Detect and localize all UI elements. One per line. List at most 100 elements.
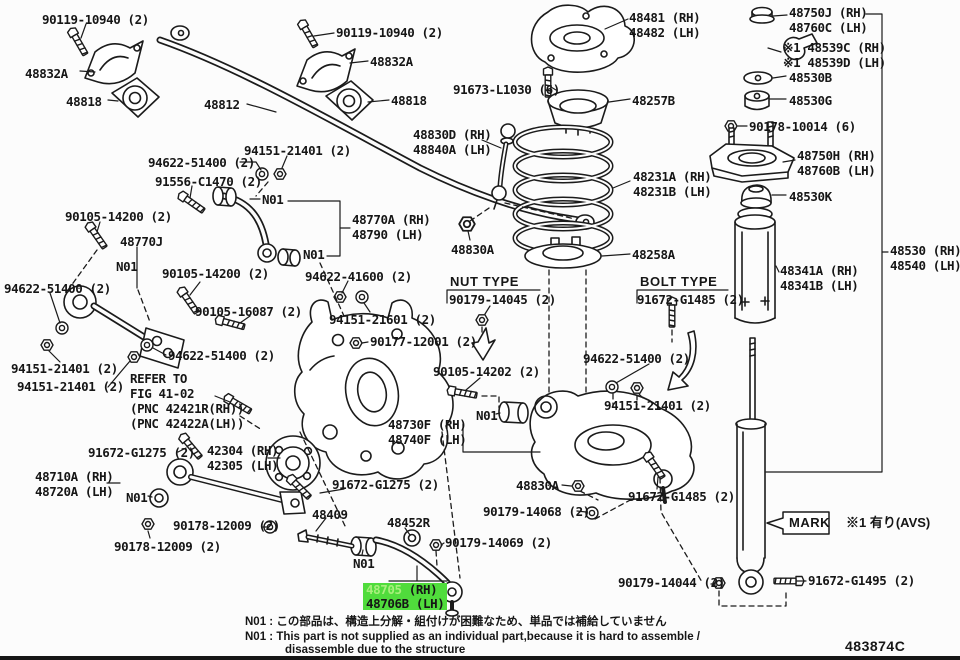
part-label-n01-4: N01	[476, 408, 498, 423]
part-label-91672-g1485-a: 91672-G1485 (2)	[637, 292, 744, 307]
part-label-90177-12001: 90177-12001 (2)	[370, 334, 477, 349]
stabilizer-bushing-right-drawing	[325, 80, 374, 121]
part-label-90178-10014: 90178-10014 (6)	[749, 119, 856, 134]
part-label-mark-box: MARK	[789, 515, 830, 530]
part-label-94622-51400-c: 94622-51400 (2)	[168, 348, 275, 363]
part-label-94622-51400-d: 94622-51400 (2)	[583, 351, 690, 366]
part-label-48832a-right: 48832A	[370, 54, 413, 69]
bump-stopper-drawing	[740, 184, 772, 209]
part-label-94622-51400-b: 94622-51400 (2)	[4, 281, 111, 296]
part-label-90105-16087: 90105-16087 (2)	[195, 304, 302, 319]
part-label-48750h: 48750H (RH)48760B (LH)	[797, 148, 876, 178]
part-label-n01-2: N01	[116, 259, 138, 274]
part-label-n01-5: N01	[126, 490, 148, 505]
part-label-48818-left: 48818	[66, 94, 102, 109]
part-label-48530g: 48530G	[789, 93, 832, 108]
part-label-94151-21401-d: 94151-21401 (2)	[604, 398, 711, 413]
part-label-48832a-left: 48832A	[25, 66, 68, 81]
stabilizer-bracket-left-drawing	[84, 40, 144, 85]
part-label-nut-type: NUT TYPE	[450, 274, 520, 289]
part-label-48710a: 48710A (RH)48720A (LH)	[35, 469, 114, 499]
part-label-42304: 42304 (RH)42305 (LH)	[207, 443, 279, 473]
part-label-90119-10940-left: 90119-10940 (2)	[42, 12, 149, 27]
bolt-type-arrow	[667, 330, 697, 391]
stabilizer-bushing-left-drawing	[111, 77, 160, 118]
part-label-48452r: 48452R	[387, 515, 430, 530]
part-label-90179-14069: 90179-14069 (2)	[445, 535, 552, 550]
part-label-90179-14068: 90179-14068 (2)	[483, 504, 590, 519]
part-label-90105-14202: 90105-14202 (2)	[433, 364, 540, 379]
bottom-edge	[0, 656, 960, 660]
part-label-48341a: 48341A (RH)48341B (LH)	[780, 263, 859, 293]
part-label-94622-51400-a: 94622-51400 (2)	[148, 155, 255, 170]
part-label-48830a-bottom: 48830A	[516, 478, 559, 493]
part-label-91672-g1275-a: 91672-G1275 (2)	[88, 445, 195, 460]
spring-upper-seat-drawing	[547, 89, 609, 136]
axle-hub-drawing	[265, 435, 321, 491]
shock-absorber-drawing	[735, 337, 767, 595]
part-label-90178-12009-a: 90178-12009 (2)	[173, 518, 280, 533]
part-label-48409: 48409	[312, 507, 348, 522]
part-label-90105-14200-a: 90105-14200 (2)	[65, 209, 172, 224]
part-label-48830d: 48830D (RH)48840A (LH)	[413, 127, 492, 157]
part-label-90178-12009-b: 90178-12009 (2)	[114, 539, 221, 554]
part-label-94151-21401-c: 94151-21401 (2)	[17, 379, 124, 394]
part-label-48258a: 48258A	[632, 247, 675, 262]
part-label-avs-note: ※1 有り(AVS)	[846, 515, 931, 530]
part-label-48750j: 48750J (RH)48760C (LH)	[789, 5, 868, 35]
part-label-48231a: 48231A (RH)48231B (LH)	[633, 169, 712, 199]
part-label-n01-6: N01	[353, 556, 375, 571]
part-label-48730f: 48730F (RH)48740F (LH)	[388, 417, 467, 447]
part-label-n01-1: N01	[262, 192, 284, 207]
part-label-94151-21601: 94151-21601 (2)	[329, 312, 436, 327]
stabilizer-bracket-right-drawing	[296, 48, 356, 93]
part-label-bolt-type: BOLT TYPE	[640, 274, 718, 289]
shock-support-drawing	[709, 121, 795, 183]
mark-callout	[766, 511, 830, 535]
part-label-48530b: 48530B	[789, 70, 832, 85]
leader-lines	[48, 13, 889, 585]
part-label-90119-10940-right: 90119-10940 (2)	[336, 25, 443, 40]
spring-lower-seat-drawing	[524, 236, 602, 269]
part-label-48530-assy: 48530 (RH)48540 (LH)	[890, 243, 960, 273]
part-label-48705[interactable]: 48705 (RH)48706B (LH)	[363, 583, 448, 610]
part-label-48770j: 48770J	[120, 234, 163, 249]
part-label-90105-14200-b: 90105-14200 (2)	[162, 266, 269, 281]
part-label-94151-21401-a: 94151-21401 (2)	[244, 143, 351, 158]
toe-adjust-bolt-drawing	[297, 529, 421, 549]
shock-mount-hardware-drawing	[724, 6, 818, 132]
part-label-note-en-2: disassemble due to the structure	[285, 644, 466, 656]
part-label-48481: 48481 (RH)48482 (LH)	[629, 10, 701, 40]
upper-control-arm-rear-drawing	[212, 186, 301, 267]
part-label-note-en-1: N01 : This part is not supplied as an in…	[245, 631, 701, 643]
part-label-48530k: 48530K	[789, 189, 832, 204]
part-label-91672-g1485-b: 91672-G1485 (2)	[628, 489, 735, 504]
part-label-90179-14044: 90179-14044 (2)	[618, 575, 725, 590]
coil-spring-drawing	[512, 124, 614, 256]
dust-cover-drawing	[734, 207, 776, 324]
part-label-94622-41600: 94622-41600 (2)	[305, 269, 412, 284]
arm-no2-drawing	[149, 458, 306, 515]
part-label-90179-14045: 90179-14045 (2)	[449, 292, 556, 307]
part-label-48812: 48812	[204, 97, 240, 112]
part-label-48257b: 48257B	[632, 93, 675, 108]
lower-control-arm-drawing	[498, 390, 695, 504]
dashed-lines	[67, 181, 787, 607]
part-label-94151-21401-b: 94151-21401 (2)	[11, 361, 118, 376]
part-label-91672-g1495: 91672-G1495 (2)	[808, 573, 915, 588]
part-label-figure-code: 483874C	[845, 638, 906, 654]
part-label-note-jp: N01 : この部品は、構造上分解・組付けが困難なため、単品では補給していません	[245, 616, 667, 628]
suspension-support-drawing	[530, 4, 635, 73]
part-label-48818-right: 48818	[391, 93, 427, 108]
part-label-91672-g1275-b: 91672-G1275 (2)	[332, 477, 439, 492]
part-label-n01-3: N01	[303, 247, 325, 262]
rear-axle-carrier-drawing	[293, 299, 454, 480]
part-label-91673-l1030: 91673-L1030 (6)	[453, 82, 560, 97]
part-label-91556-c1470: 91556-C1470 (2)	[155, 174, 262, 189]
part-label-48830a-top: 48830A	[451, 242, 494, 257]
nut-type-arrow	[471, 327, 496, 361]
